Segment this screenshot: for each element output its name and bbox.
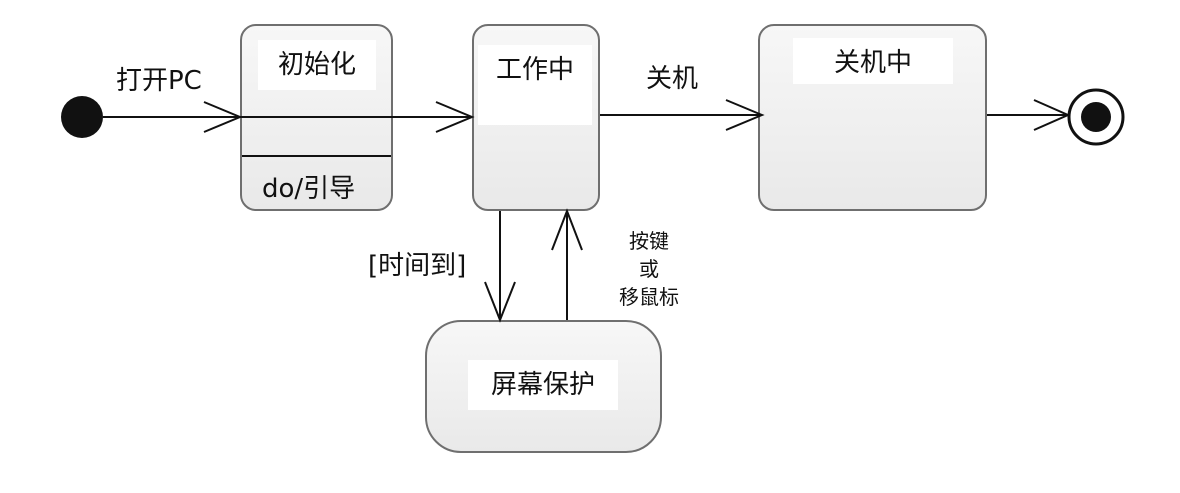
arrowhead (551, 208, 583, 251)
label-resume: 按键 或 移鼠标 (604, 227, 694, 311)
state-working-title: 工作中 (478, 45, 592, 125)
label-power-on: 打开PC (116, 66, 202, 96)
label-shutdown: 关机 (646, 64, 699, 94)
initial-state (61, 96, 103, 138)
final-state-core (1081, 102, 1111, 132)
state-screensaver-title: 屏幕保护 (468, 360, 618, 410)
state-init-activity: do/引导 (262, 174, 356, 204)
state-divider (242, 155, 391, 157)
label-resume-line2: 或 (639, 257, 659, 281)
label-resume-line3: 移鼠标 (619, 285, 679, 309)
state-init-title: 初始化 (258, 40, 376, 90)
arrowhead (484, 281, 516, 323)
arrowhead (435, 101, 475, 133)
state-shutting-down-title: 关机中 (793, 38, 953, 84)
label-resume-line1: 按键 (629, 229, 669, 253)
label-timeout: [时间到] (368, 251, 467, 281)
arrowhead (725, 99, 765, 131)
